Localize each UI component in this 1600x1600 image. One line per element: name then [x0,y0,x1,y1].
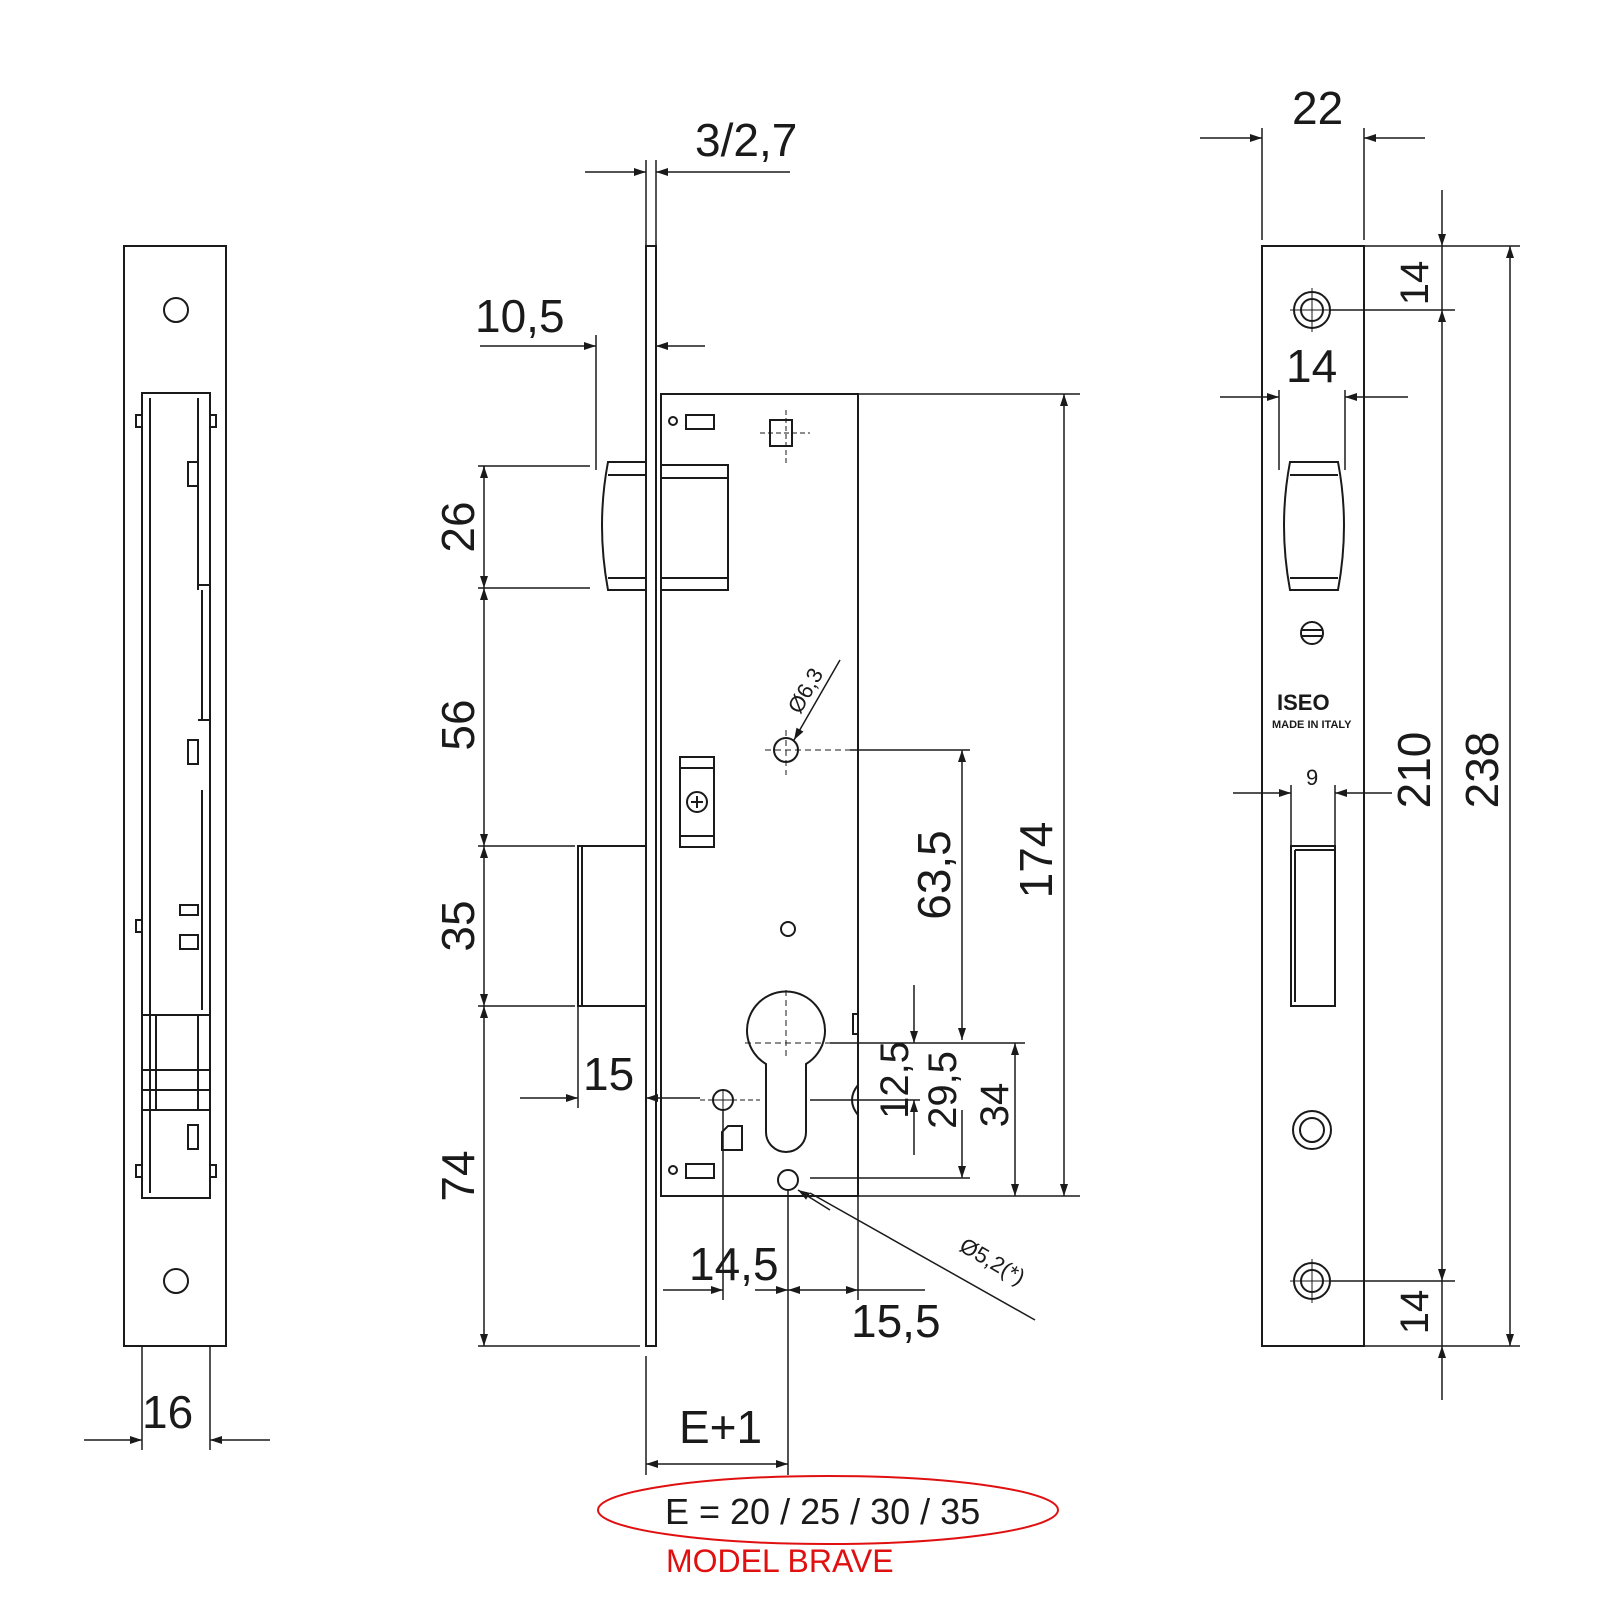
dim-faceplate-thickness: 3/2,7 [695,114,797,166]
dim-front-top-screw: 14 [1393,261,1437,306]
dim-case-height: 174 [1010,822,1062,899]
dim-cylinder-29-5: 29,5 [921,1051,965,1129]
small-hole [780,921,796,937]
dim-front-deadbolt-width: 9 [1306,765,1318,790]
brand-mark: ISEO MADE IN ITALY [1272,690,1352,731]
side-screw-hole-bottom [163,1268,189,1294]
front-view [1200,128,1520,1400]
dim-deadbolt-projection: 15 [583,1048,634,1100]
main-view [478,160,1080,1475]
dim-front-bottom-screw: 14 [1393,1290,1437,1335]
cylinder-screw-hole [777,1169,799,1191]
dim-front-latch-width: 14 [1286,340,1337,392]
main-faceplate [645,245,657,1347]
latch-bolt [601,461,729,591]
reverse-screw-icon [686,791,708,813]
deadbolt [577,845,647,1007]
cylinder-cutout [746,990,826,1153]
dim-latch-projection: 10,5 [475,290,565,342]
front-deadbolt-opening [1290,845,1336,1007]
reverse-plate [679,756,715,848]
dim-front-total-height: 238 [1456,732,1508,809]
dim-cylinder-12-5: 12,5 [873,1041,917,1119]
backset-options: E = 20 / 25 / 30 / 35 [665,1491,980,1532]
slotted-screw-icon [1300,621,1324,645]
lock-case [660,393,859,1197]
side-case [141,392,211,1199]
dim-latch-height: 26 [432,501,484,552]
model-label: MODEL BRAVE [666,1543,894,1579]
trigger-piece [721,1125,743,1151]
brand-made-in: MADE IN ITALY [1272,719,1352,731]
dim-offset-14-5: 14,5 [689,1238,779,1290]
side-screw-hole-top [163,297,189,323]
dim-deadbolt-height: 35 [432,900,484,951]
dim-handle-hole: Ø6,3 [783,664,829,718]
dim-offset-15-5: 15,5 [851,1295,941,1347]
dimension-labels: 3/2,7 10,5 26 56 35 74 15 Ø6,3 63,5 174 … [142,82,1508,1453]
side-view [84,245,270,1450]
dim-side-width: 16 [142,1386,193,1438]
dim-latch-to-deadbolt: 56 [432,699,484,750]
dim-cylinder-34: 34 [973,1083,1017,1128]
backset-highlight-ellipse [597,1475,1059,1545]
dim-front-width: 22 [1292,82,1343,134]
front-cylinder-ring [1292,1110,1332,1150]
front-latch-opening [1283,461,1345,591]
dim-deadbolt-to-bottom: 74 [432,1150,484,1201]
front-faceplate [1261,245,1365,1347]
side-faceplate [123,245,227,1347]
dim-front-screw-spacing: 210 [1388,732,1440,809]
dim-spindle-to-cylinder: 63,5 [908,830,960,920]
dim-backset: E+1 [679,1401,762,1453]
brand-logo: ISEO [1277,690,1330,715]
